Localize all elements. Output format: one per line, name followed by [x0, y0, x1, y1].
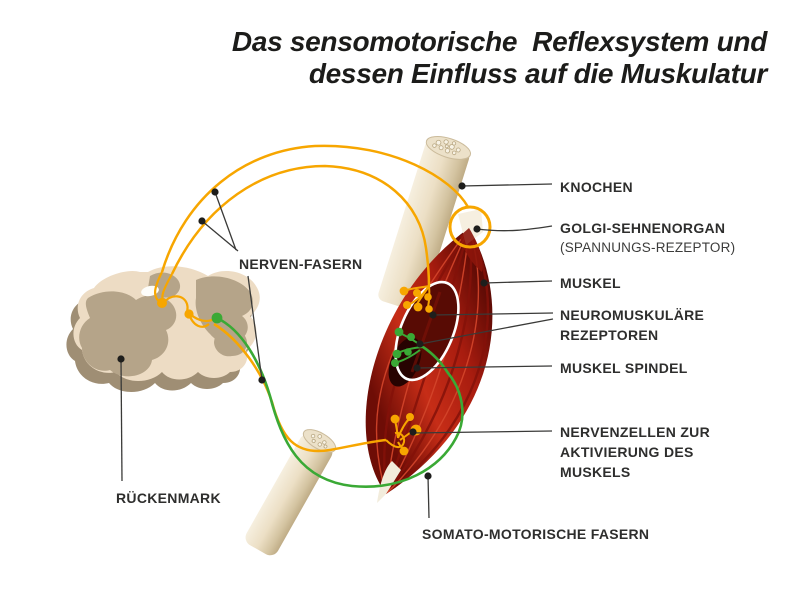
golgi-organ-ring	[448, 205, 492, 249]
label-nervenzellen-line2: AKTIVIERUNG DES	[560, 444, 694, 460]
label-neuro-line1: NEUROMUSKULÄRE	[560, 307, 705, 323]
label-muskel-spindel: MUSKEL SPINDEL	[560, 360, 688, 376]
spongy-bone-texture	[432, 139, 461, 156]
lower-tendon	[377, 461, 401, 503]
label-neuromuskulaere-rezeptoren: NEUROMUSKULÄRE REZEPTOREN	[560, 305, 704, 345]
page-title-line1: Das sensomotorische Reflexsystem und	[231, 26, 767, 57]
label-nervenzellen: NERVENZELLEN ZUR AKTIVIERUNG DES MUSKELS	[560, 422, 710, 482]
leader-lines	[120, 183, 554, 519]
neuromuscular-receptors-green	[391, 327, 424, 367]
label-golgi-sehnenorgan: GOLGI-SEHNENORGAN	[560, 220, 726, 236]
spinal-cord-synapses	[154, 271, 223, 328]
nerve-fiber-yellow-arcs	[160, 144, 470, 453]
label-golgi-sub: (SPANNUNGS-REZEPTOR)	[560, 240, 736, 255]
neuromuscular-receptors-yellow	[399, 285, 433, 313]
label-nervenzellen-line3: MUSKELS	[560, 464, 631, 480]
lower-bone-illustration	[245, 429, 337, 556]
label-somato-motorische-fasern: SOMATO-MOTORISCHE FASERN	[422, 526, 650, 542]
page-title-line2: dessen Einfluss auf die Muskulatur	[308, 58, 767, 89]
label-knochen: KNOCHEN	[560, 179, 633, 195]
label-nervenzellen-line1: NERVENZELLEN ZUR	[560, 424, 710, 440]
page-title: Das sensomotorische Reflexsystem und des…	[232, 26, 767, 90]
anchor-dots	[117, 182, 488, 480]
nerve-fiber-green	[216, 316, 464, 488]
label-muskel: MUSKEL	[560, 275, 621, 291]
label-rueckenmark: RÜCKENMARK	[116, 490, 221, 506]
label-nerven-fasern: NERVEN-FASERN	[239, 256, 363, 272]
spinal-cord-illustration	[66, 266, 260, 392]
spongy-bone-texture	[310, 433, 328, 449]
label-neuro-line2: REZEPTOREN	[560, 327, 659, 343]
